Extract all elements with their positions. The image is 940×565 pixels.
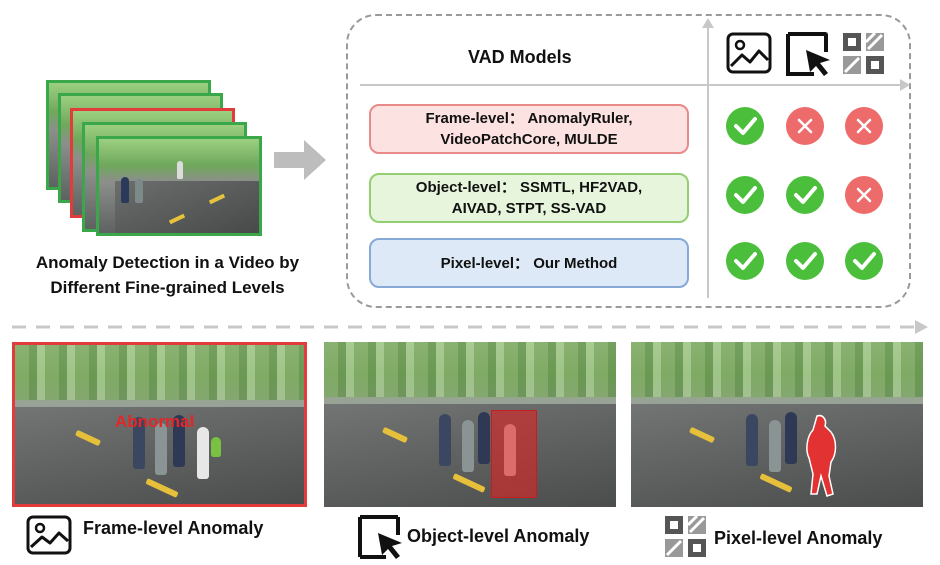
pixel-level-models-box: Pixel-level： Our Method bbox=[369, 238, 689, 288]
box-cursor-icon bbox=[786, 32, 830, 76]
pixel-grid-icon bbox=[843, 32, 884, 74]
object-level-photo bbox=[324, 342, 616, 507]
frame-level-anomaly-label: Frame-level Anomaly bbox=[83, 518, 264, 538]
caption-line-2: Different Fine-grained Levels bbox=[50, 278, 285, 297]
pixel-segmentation-mask bbox=[806, 414, 837, 497]
check-icon bbox=[726, 242, 764, 280]
object-level-models-box: Object-level： SSMTL, HF2VAD, AIVAD, STPT… bbox=[369, 173, 689, 223]
cross-icon bbox=[845, 107, 883, 145]
table-axes bbox=[360, 18, 910, 298]
frame-level-line-2: VideoPatchCore, MULDE bbox=[440, 131, 618, 148]
object-level-anomaly-label: Object-level Anomaly bbox=[407, 526, 590, 546]
abnormal-label: Abnormal bbox=[115, 412, 195, 431]
object-level-line-2: AIVAD, STPT, SS-VAD bbox=[451, 200, 607, 217]
separator-arrow bbox=[12, 320, 928, 334]
check-icon bbox=[845, 242, 883, 280]
frame-level-photo: Abnormal bbox=[12, 342, 307, 507]
vad-models-title: VAD Models bbox=[468, 47, 572, 67]
pixel-grid-small-icon bbox=[665, 515, 706, 557]
object-box-cursor-icon bbox=[358, 515, 402, 559]
check-icon bbox=[726, 176, 764, 214]
check-icon bbox=[786, 242, 824, 280]
frame-level-models-box: Frame-level： AnomalyRuler, VideoPatchCor… bbox=[369, 104, 689, 154]
flow-arrow-icon bbox=[274, 140, 326, 180]
vad-models-panel bbox=[346, 14, 911, 308]
check-icon bbox=[786, 176, 824, 214]
caption-line-1: Anomaly Detection in a Video by bbox=[35, 253, 300, 272]
check-icon bbox=[726, 107, 764, 145]
pixel-level-anomaly-label: Pixel-level Anomaly bbox=[714, 528, 883, 548]
frame-level-line-1: Frame-level： AnomalyRuler, bbox=[425, 110, 633, 127]
object-level-line-1: Object-level： SSMTL, HF2VAD, bbox=[415, 179, 643, 196]
cross-icon bbox=[845, 176, 883, 214]
cross-icon bbox=[786, 107, 824, 145]
object-bounding-box bbox=[491, 410, 537, 498]
image-icon bbox=[726, 32, 772, 74]
video-frame-front bbox=[96, 136, 262, 236]
pixel-level-photo bbox=[631, 342, 923, 507]
pixel-level-line-1: Pixel-level： Our Method bbox=[440, 254, 618, 272]
frame-image-icon bbox=[26, 515, 72, 555]
left-caption: Anomaly Detection in a Video by Differen… bbox=[10, 250, 325, 300]
